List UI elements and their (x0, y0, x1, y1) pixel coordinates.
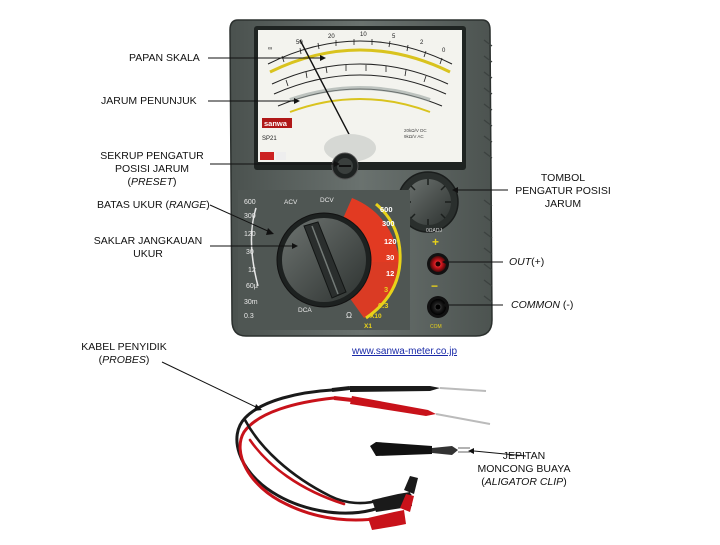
label-kabel-line2: (PROBES) (98, 354, 150, 366)
label-jepitan-line1: JEPITAN (502, 450, 546, 462)
svg-text:50: 50 (296, 40, 303, 46)
range-3: 3 (384, 285, 388, 294)
range-300: 300 (382, 219, 395, 228)
label-jepitan: JEPITAN MONCONG BUAYA (ALIGATOR CLIP) (468, 450, 580, 489)
range-120: 120 (384, 237, 397, 246)
range-selector-knob[interactable] (276, 212, 372, 308)
svg-text:20kΩ/V DC: 20kΩ/V DC (404, 128, 427, 133)
svg-text:∞: ∞ (268, 46, 272, 52)
dial-left-ranges: 600 300 120 30 12 60µ 30m 0.3 (244, 199, 258, 320)
label-jarum-penunjuk: JARUM PENUNJUK (101, 95, 197, 107)
range-60u: 60µ (246, 283, 258, 290)
range-03: 0.3 (378, 301, 388, 310)
range-left-30: 30 (246, 249, 254, 256)
label-sekrup-line3: (PRESET) (127, 176, 177, 188)
range-left-300: 300 (244, 213, 256, 220)
range-x10: X10 (370, 313, 382, 320)
svg-text:+: + (432, 235, 439, 249)
common-jack[interactable]: − (427, 279, 449, 318)
dial-ohm-ranges: X10 X1 (364, 313, 382, 330)
scale-window: ∞ 50 20 10 5 2 0 sanwa SP21 20kΩ/V DC 9kΩ/V … (254, 26, 466, 170)
callout-lines (161, 57, 527, 457)
label-sekrup-line1: SEKRUP PENGATUR (100, 150, 204, 162)
label-out: OUT(+) (509, 256, 545, 268)
model-label: SP21 (262, 136, 277, 142)
red-probe (333, 396, 491, 425)
range-left-600: 600 (244, 199, 256, 206)
svg-text:2: 2 (420, 40, 424, 46)
zero-adj-text: 0ΩADJ (426, 228, 442, 234)
range-600: 600 (380, 205, 393, 214)
dca-label: DCA (298, 307, 312, 314)
svg-text:0: 0 (442, 48, 446, 54)
svg-text:9kΩ/V AC: 9kΩ/V AC (404, 134, 424, 139)
range-left-120: 120 (244, 231, 256, 238)
dial-right-ranges: 600 300 120 30 12 3 0.3 (378, 205, 397, 310)
range-x1: X1 (364, 323, 372, 330)
needle (299, 39, 353, 141)
svg-text:5: 5 (392, 34, 396, 40)
black-probe (331, 386, 487, 392)
range-12: 12 (386, 269, 394, 278)
out-jack[interactable]: + (427, 235, 449, 275)
red-plug (368, 494, 414, 530)
label-jepitan-line2: MONCONG BUAYA (477, 463, 571, 475)
label-sekrup-line2: POSISI JARUM (114, 163, 190, 175)
acv-label: ACV (284, 199, 298, 206)
alligator-clip (370, 442, 470, 456)
label-jepitan-line3: (ALIGATOR CLIP) (481, 476, 567, 488)
svg-text:10: 10 (360, 32, 367, 38)
range-30m: 30m (244, 299, 258, 306)
label-tombol-line3: JARUM (544, 198, 582, 210)
label-sekrup: SEKRUP PENGATUR POSISI JARUM (PRESET) (96, 150, 208, 189)
dcv-label: DCV (320, 197, 334, 204)
label-tombol: TOMBOL PENGATUR POSISI JARUM (510, 172, 616, 211)
svg-text:20: 20 (328, 34, 335, 40)
label-tombol-line1: TOMBOL (540, 172, 586, 184)
label-common: COMMON (-) (511, 299, 574, 311)
label-batas-ukur: BATAS UKUR (RANGE) (97, 199, 210, 211)
svg-text:−: − (431, 279, 438, 293)
svg-text:COM: COM (430, 324, 442, 330)
zero-adjust-knob[interactable] (397, 171, 459, 233)
label-kabel-line1: KABEL PENYIDIK (81, 341, 167, 353)
label-kabel: KABEL PENYIDIK (PROBES) (72, 341, 176, 367)
range-30: 30 (386, 253, 394, 262)
preset-screw[interactable] (331, 152, 359, 180)
range-left-12: 12 (248, 267, 256, 274)
brand-logo: sanwa (264, 119, 288, 128)
label-saklar-line1: SAKLAR JANGKAUAN (93, 235, 203, 247)
label-saklar: SAKLAR JANGKAUAN UKUR (88, 235, 208, 261)
label-saklar-line2: UKUR (133, 248, 163, 260)
ohm-label: Ω (346, 311, 352, 320)
range-03-left: 0.3 (244, 313, 254, 320)
label-tombol-line2: PENGATUR POSISI (515, 185, 611, 197)
source-url-link[interactable]: www.sanwa-meter.co.jp (352, 346, 458, 357)
label-papan-skala: PAPAN SKALA (129, 52, 200, 64)
